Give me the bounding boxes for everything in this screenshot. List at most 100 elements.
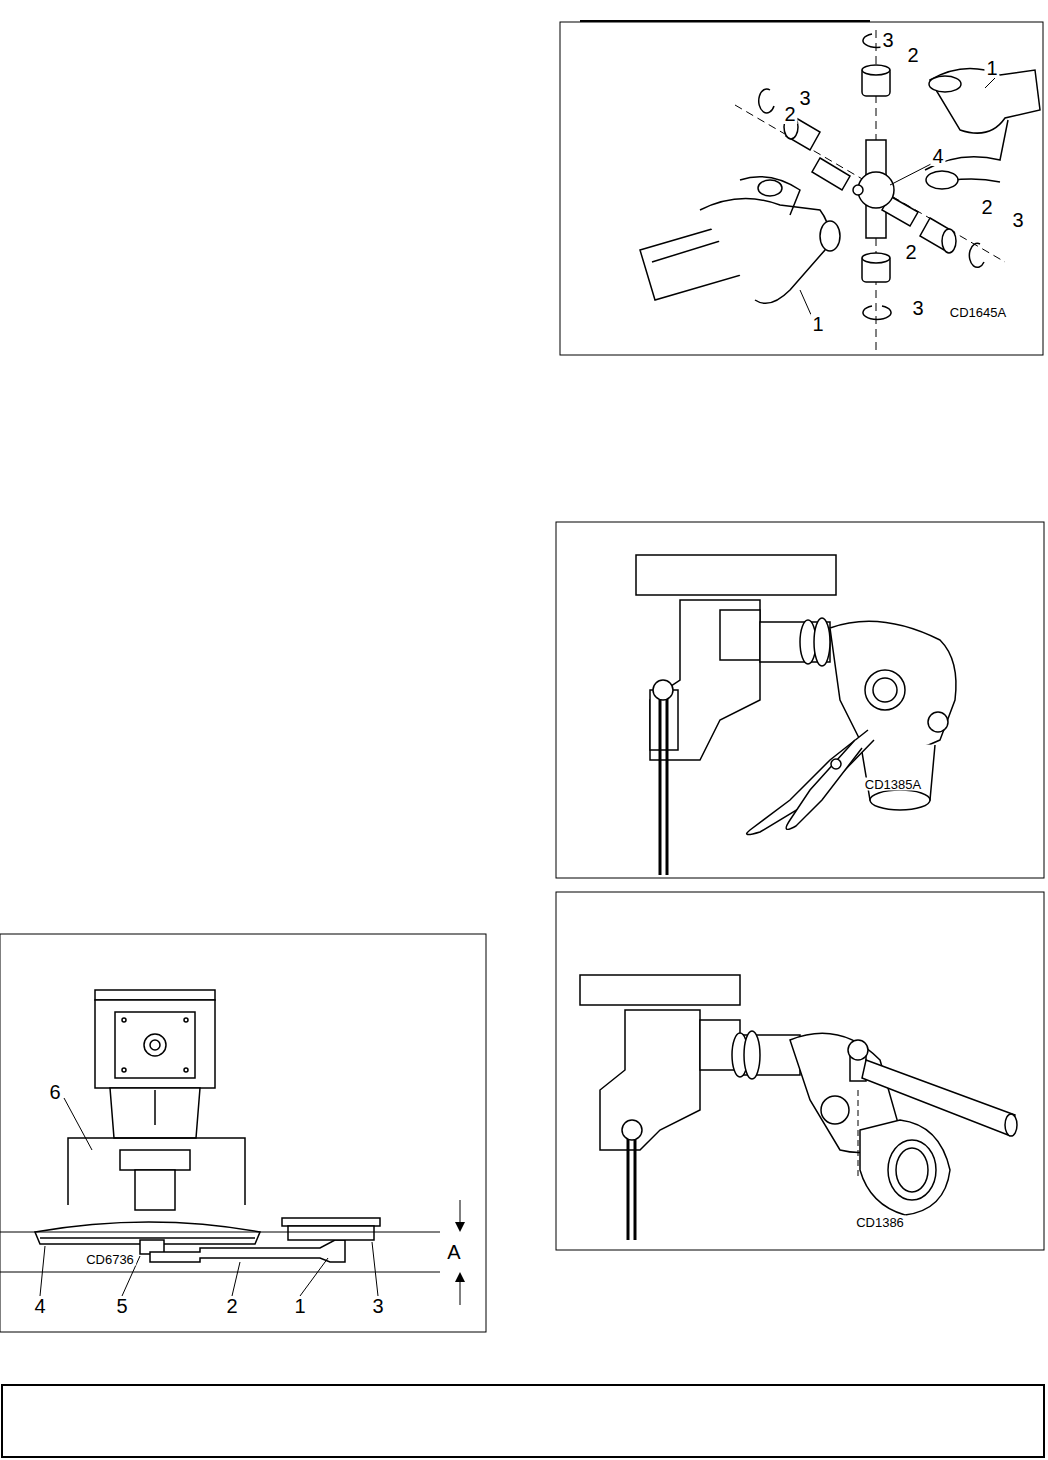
- callout-number: 2: [979, 197, 994, 217]
- drawing-stroke: [858, 1090, 859, 1180]
- drawing-stroke: [150, 1240, 345, 1262]
- drawing-stroke: [860, 1120, 950, 1215]
- drawing-stroke: [740, 177, 800, 215]
- drawing-stroke: [232, 1262, 240, 1296]
- drawing-stroke: [634, 1130, 637, 1240]
- drawing-stroke: [64, 1098, 92, 1150]
- drawing-stroke: [135, 1170, 175, 1210]
- callout-number: 3: [370, 1296, 385, 1316]
- drawing-stroke: [659, 690, 662, 875]
- figure-code: CD1386: [854, 1216, 906, 1229]
- drawing-stroke: [985, 78, 995, 88]
- drawing-stroke: [720, 610, 760, 660]
- drawing-stroke: [154, 1090, 156, 1125]
- drawing-stroke: [95, 990, 215, 1000]
- drawing-stroke: [926, 171, 958, 189]
- drawing-stroke: [865, 670, 905, 710]
- drawing-stroke: [812, 158, 850, 190]
- drawing-stroke: [863, 306, 891, 320]
- callout-number: 3: [1010, 210, 1025, 230]
- drawing-stroke: [929, 76, 961, 92]
- callout-number: 5: [114, 1296, 129, 1316]
- drawing-stroke: [282, 1218, 380, 1226]
- drawing-stroke: [95, 1000, 215, 1088]
- drawing-stroke: [862, 1060, 1015, 1135]
- drawing-stroke: [942, 229, 956, 253]
- drawing-stroke: [1005, 1114, 1017, 1136]
- drawing-stroke: [853, 185, 863, 195]
- drawing-stroke: [930, 69, 1040, 134]
- callout-number: 3: [910, 298, 925, 318]
- drawing-stroke: [40, 1246, 45, 1296]
- drawing-stroke: [120, 1150, 190, 1170]
- figure-code: CD1645A: [948, 306, 1008, 319]
- dimension-label: A: [445, 1242, 462, 1262]
- note-box: [2, 1385, 1044, 1457]
- drawing-stroke: [873, 678, 897, 702]
- drawing-stroke: [890, 164, 931, 185]
- drawing-stroke: [747, 730, 874, 835]
- drawing-stroke: [580, 20, 870, 22]
- drawing-stroke: [759, 89, 774, 113]
- drawing-stroke: [848, 1040, 868, 1060]
- drawing-stroke: [700, 199, 829, 304]
- callout-number: 1: [984, 58, 999, 78]
- drawing-stroke: [636, 555, 836, 595]
- drawing-stroke: [862, 65, 890, 75]
- drawing-stroke: [666, 690, 669, 875]
- callout-number: 2: [224, 1296, 239, 1316]
- drawing-stroke: [184, 1018, 188, 1022]
- drawing-stroke: [184, 1068, 188, 1072]
- drawing-stroke: [122, 1018, 126, 1022]
- u-joint-exploded: [560, 21, 1043, 355]
- callout-number: 4: [930, 146, 945, 166]
- vise-pliers-figure: [556, 522, 1044, 878]
- vise-hammer-figure: [556, 892, 1044, 1250]
- callout-number: 4: [32, 1296, 47, 1316]
- callout-number: 2: [903, 242, 918, 262]
- drawing-stroke: [40, 1237, 255, 1239]
- drawing-stroke: [110, 1088, 200, 1138]
- drawing-stroke: [0, 934, 486, 1332]
- callout-number: 6: [47, 1082, 62, 1102]
- callout-number: 3: [797, 88, 812, 108]
- drawing-stroke: [150, 1040, 160, 1050]
- drawing-stroke: [455, 1272, 465, 1282]
- drawing-stroke: [896, 1148, 928, 1192]
- drawing-stroke: [821, 1096, 849, 1124]
- drawing-stroke: [830, 621, 956, 750]
- drawing-stroke: [969, 243, 984, 267]
- drawing-stroke: [0, 1232, 440, 1233]
- drawing-stroke: [800, 290, 812, 317]
- drawing-stroke: [372, 1242, 378, 1296]
- figure-code: CD6736: [84, 1253, 136, 1266]
- drawing-stroke: [300, 1258, 328, 1296]
- callout-number: 1: [810, 314, 825, 334]
- drawing-stroke: [831, 759, 841, 769]
- drawing-stroke: [122, 1068, 126, 1072]
- drawing-stroke: [744, 1031, 760, 1079]
- drawing-stroke: [580, 975, 740, 1005]
- drawing-stroke: [888, 1140, 936, 1200]
- callout-number: 1: [292, 1296, 307, 1316]
- drawing-stroke: [870, 790, 930, 810]
- drawing-stroke: [928, 712, 948, 732]
- drawing-stroke: [144, 1034, 166, 1056]
- drawing-stroke: [0, 1272, 440, 1273]
- gearbox-pulley-figure: [0, 934, 486, 1332]
- drawing-stroke: [115, 1012, 195, 1078]
- drawing-stroke: [560, 22, 1043, 355]
- drawing-stroke: [786, 740, 862, 829]
- drawing-stroke: [653, 680, 673, 700]
- figure-code: CD1385A: [863, 778, 923, 791]
- callout-number: 2: [905, 45, 920, 65]
- drawing-stroke: [862, 253, 890, 263]
- callout-number: 2: [782, 104, 797, 124]
- callout-number: 3: [880, 30, 895, 50]
- drawing-stroke: [556, 892, 1044, 1250]
- drawing-stroke: [758, 180, 782, 196]
- drawing-stroke: [288, 1226, 374, 1240]
- drawing-stroke: [627, 1130, 630, 1240]
- drawing-stroke: [814, 618, 830, 666]
